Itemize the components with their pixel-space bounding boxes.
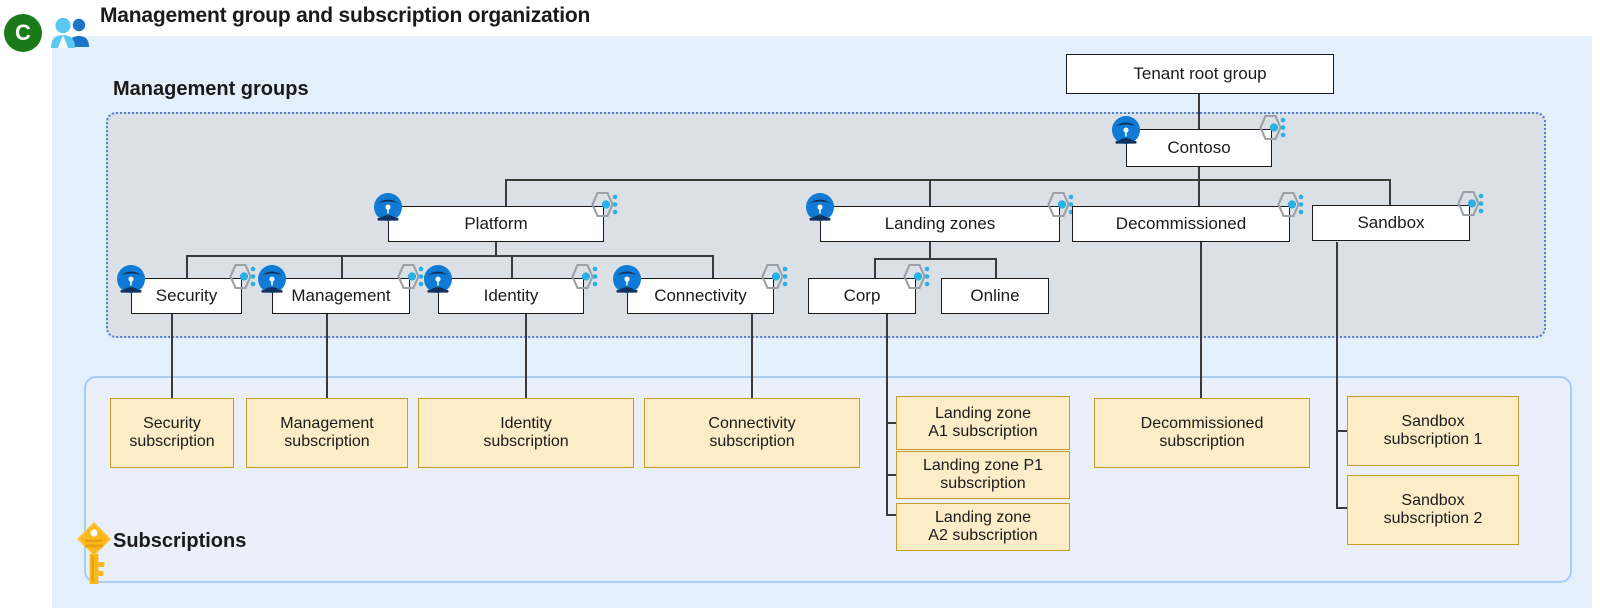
management-group-identity[interactable]: Identity <box>438 278 584 314</box>
node-label: Decommissioned <box>1115 214 1247 234</box>
management-group-contoso[interactable]: Contoso <box>1126 129 1272 167</box>
connector-corp-stub-p1 <box>886 474 900 477</box>
connector-drop-landing-zones <box>929 179 932 207</box>
connector-decommissioned-to-sub <box>1200 242 1203 422</box>
management-group-platform[interactable]: Platform <box>388 206 604 242</box>
connector-drop-decommissioned <box>1198 179 1201 207</box>
resource-hexagon-icon <box>757 262 791 292</box>
connector-sandbox-stub-2 <box>1336 507 1350 510</box>
management-group-corp[interactable]: Corp <box>808 278 916 314</box>
resource-hexagon-icon <box>587 190 621 220</box>
connector-drop-sandbox <box>1389 179 1392 206</box>
policy-icon <box>114 262 148 296</box>
title-bar: C Management group and subscription orga… <box>0 0 1600 52</box>
key-icon <box>74 520 114 586</box>
resource-hexagon-icon <box>225 262 259 292</box>
node-label: Security <box>155 286 218 306</box>
management-group-landing-zones[interactable]: Landing zones <box>820 206 1060 242</box>
resource-hexagon-icon <box>393 262 427 292</box>
node-label: Corp <box>843 286 881 306</box>
connector-identity-to-sub <box>525 314 528 424</box>
node-label: Connectivity <box>654 286 747 306</box>
connector-security-to-sub <box>171 314 174 424</box>
policy-icon <box>255 262 289 296</box>
connector-platform-children-bus <box>186 255 714 258</box>
connector-drop-platform <box>505 179 508 207</box>
connector-lz-children-bus <box>874 258 997 261</box>
connector-sandbox-stub-1 <box>1336 430 1350 433</box>
management-groups-heading: Management groups <box>113 78 309 100</box>
connector-drop-security <box>186 255 189 279</box>
management-group-connectivity[interactable]: Connectivity <box>627 278 774 314</box>
policy-icon <box>421 262 455 296</box>
contoso-badge-icon: C <box>4 14 42 52</box>
node-label: Online <box>970 286 1020 306</box>
resource-hexagon-icon <box>1453 189 1487 219</box>
node-label: Identity <box>483 286 539 306</box>
connector-drop-management <box>341 255 344 279</box>
resource-hexagon-icon <box>1255 113 1289 143</box>
management-group-sandbox[interactable]: Sandbox <box>1312 205 1470 241</box>
connector-drop-identity <box>511 255 514 279</box>
connector-management-to-sub <box>326 314 329 424</box>
subscriptions-heading: Subscriptions <box>113 530 247 552</box>
node-label: Landing zones <box>884 214 996 234</box>
node-label: Contoso <box>1167 138 1231 158</box>
people-icon <box>48 16 94 50</box>
connector-drop-connectivity <box>712 255 715 279</box>
connector-drop-corp <box>874 258 877 279</box>
node-label: Management <box>291 286 391 306</box>
connector-drop-online <box>995 258 998 279</box>
connector-sandbox-trunk <box>1336 242 1339 509</box>
management-group-online[interactable]: Online <box>941 278 1049 314</box>
connector-tenant-to-contoso <box>1198 94 1201 130</box>
resource-hexagon-icon <box>899 262 933 292</box>
management-group-tenant-root-group[interactable]: Tenant root group <box>1066 54 1334 94</box>
connector-corp-stub-a2 <box>886 514 900 517</box>
resource-hexagon-icon <box>567 262 601 292</box>
connector-corp-trunk <box>886 314 889 516</box>
connector-platform-down-stub <box>495 242 498 257</box>
node-label: Sandbox <box>1357 213 1425 233</box>
policy-icon <box>610 262 644 296</box>
policy-icon <box>1109 113 1143 147</box>
node-label: Tenant root group <box>1133 64 1267 84</box>
node-label: Platform <box>464 214 528 234</box>
management-group-decommissioned[interactable]: Decommissioned <box>1072 206 1290 242</box>
connector-contoso-children-bus <box>505 179 1391 182</box>
management-group-management[interactable]: Management <box>272 278 410 314</box>
page-title: Management group and subscription organi… <box>100 4 591 27</box>
connector-corp-stub-a1 <box>886 422 900 425</box>
policy-icon <box>803 190 837 224</box>
connector-contoso-down-stub <box>1198 167 1201 181</box>
connector-lz-down-stub <box>929 242 932 260</box>
management-group-security[interactable]: Security <box>131 278 242 314</box>
resource-hexagon-icon <box>1273 190 1307 220</box>
policy-icon <box>371 190 405 224</box>
connector-connectivity-to-sub <box>751 314 754 424</box>
